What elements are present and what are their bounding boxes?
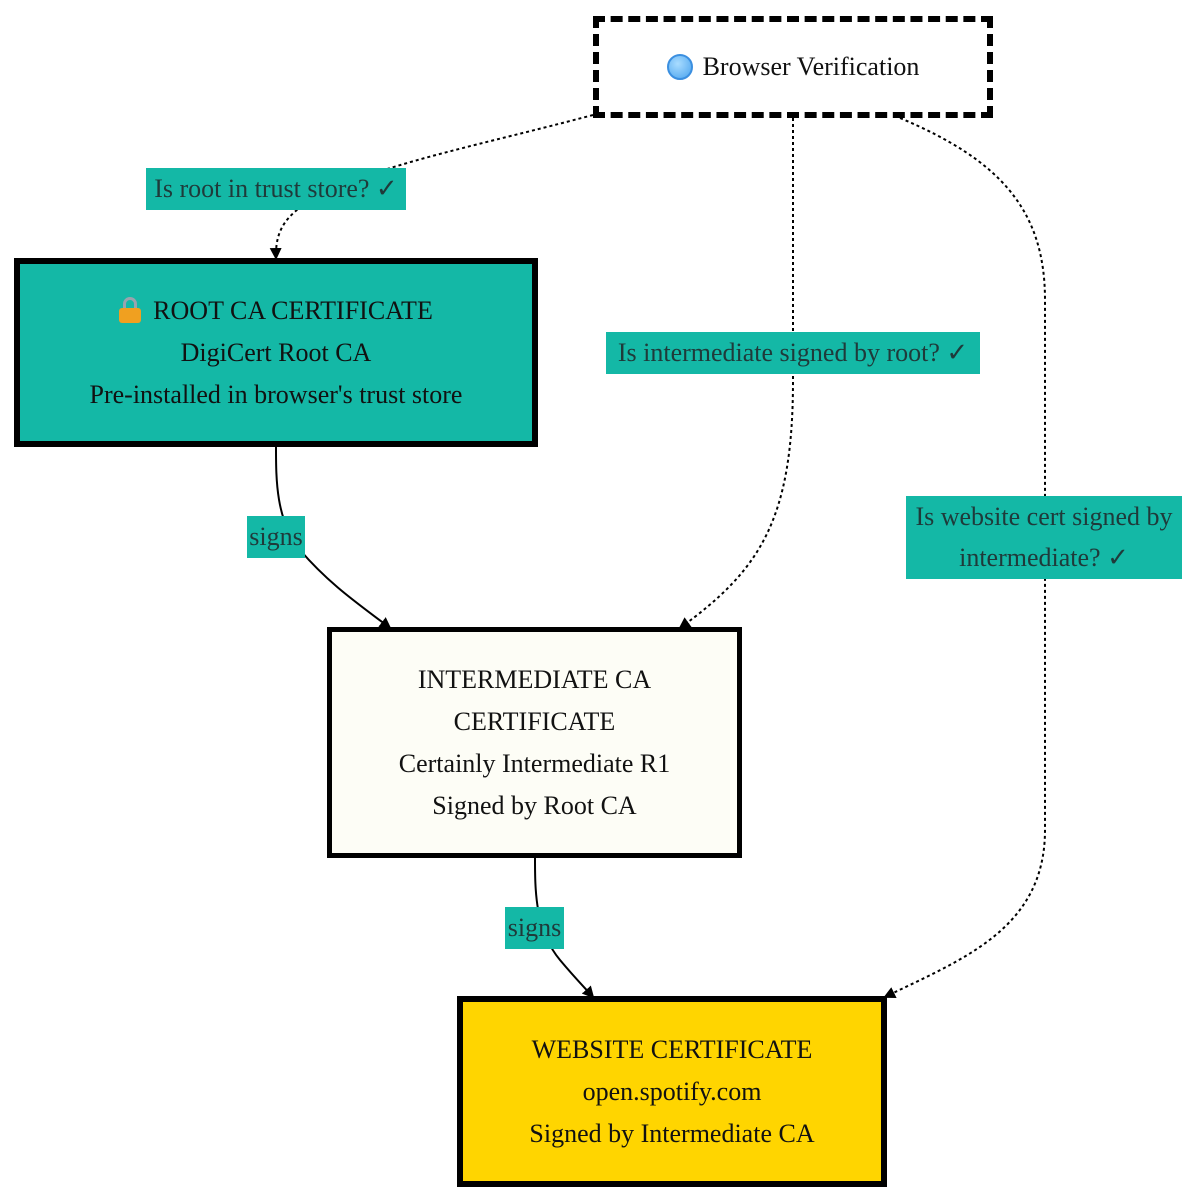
website-certificate-domain: open.spotify.com xyxy=(582,1076,762,1106)
edge-label-website-signed-line2: intermediate? ✓ xyxy=(959,543,1129,572)
edge-label-intermediate-signs: signs xyxy=(505,907,564,949)
edge-browser-to-root xyxy=(269,114,594,260)
root-ca-title: ROOT CA CERTIFICATE xyxy=(153,295,433,325)
edge-label-root-trust: Is root in trust store? ✓ xyxy=(146,168,406,210)
browser-verification-title: Browser Verification xyxy=(702,52,920,81)
browser-verification-title-row: Browser Verification xyxy=(666,46,920,88)
website-certificate-title: WEBSITE CERTIFICATE xyxy=(531,1034,813,1064)
edge-intermediate-to-website xyxy=(534,857,595,999)
website-certificate-node: WEBSITE CERTIFICATE open.spotify.com Sig… xyxy=(457,996,887,1187)
root-ca-note: Pre-installed in browser's trust store xyxy=(89,379,463,409)
intermediate-ca-name: Certainly Intermediate R1 xyxy=(398,748,671,778)
website-certificate-note: Signed by Intermediate CA xyxy=(529,1118,815,1148)
intermediate-ca-title-line2: CERTIFICATE xyxy=(453,706,616,736)
edge-label-root-signs: signs xyxy=(247,516,305,558)
intermediate-ca-node: INTERMEDIATE CA CERTIFICATE Certainly In… xyxy=(327,627,742,858)
intermediate-ca-title-line1: INTERMEDIATE CA xyxy=(417,664,652,694)
edge-label-website-signed: Is website cert signed by intermediate? … xyxy=(906,496,1182,579)
edge-label-intermediate-signed: Is intermediate signed by root? ✓ xyxy=(606,332,980,374)
root-ca-node: ROOT CA CERTIFICATE DigiCert Root CA Pre… xyxy=(14,258,538,447)
edge-browser-to-website xyxy=(883,117,1046,998)
globe-icon xyxy=(666,54,693,80)
edge-browser-to-intermediate xyxy=(678,118,794,630)
intermediate-ca-note: Signed by Root CA xyxy=(432,790,637,820)
lock-icon xyxy=(119,296,142,323)
root-ca-name: DigiCert Root CA xyxy=(180,337,372,367)
edge-label-website-signed-line1: Is website cert signed by xyxy=(915,502,1173,531)
browser-verification-node: Browser Verification xyxy=(593,16,993,118)
root-ca-title-row: ROOT CA CERTIFICATE xyxy=(119,290,433,332)
